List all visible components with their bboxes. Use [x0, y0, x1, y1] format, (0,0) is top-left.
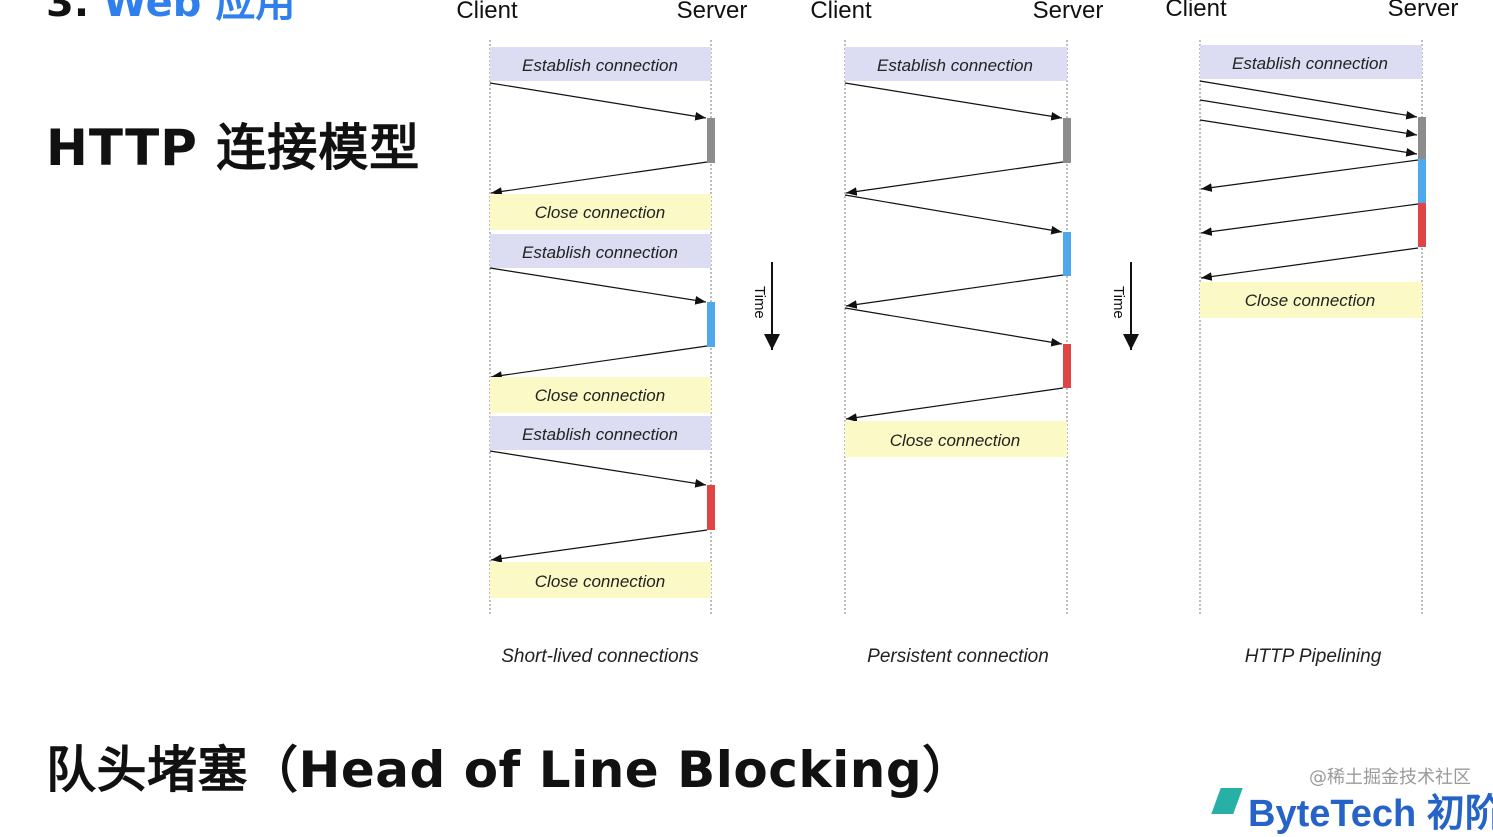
server-label: Server	[677, 0, 748, 24]
close-box-label: Close connection	[1245, 291, 1375, 310]
response-arrow	[1200, 203, 1419, 236]
client-label: Client	[1165, 0, 1227, 22]
time-label: Time	[1110, 286, 1127, 319]
request-arrow	[1199, 80, 1418, 120]
processing-block-blue	[1418, 159, 1426, 203]
diagram-pipelining: Client Server Establish connection Close…	[1165, 0, 1458, 667]
section-number: 3.	[46, 0, 103, 26]
close-box	[490, 377, 711, 413]
client-label: Client	[810, 0, 872, 24]
processing-block-gray	[1063, 118, 1071, 163]
brand-mark-icon	[1211, 788, 1243, 814]
http-connection-diagrams: Client Server Establish connection Close…	[456, 0, 1458, 667]
server-label: Server	[1388, 0, 1459, 22]
response-arrow	[490, 161, 708, 196]
processing-block-red	[1063, 344, 1071, 388]
time-arrow: Time	[751, 262, 780, 350]
request-arrow	[489, 267, 707, 305]
establish-box-label: Establish connection	[877, 56, 1033, 75]
establish-box	[1200, 45, 1422, 79]
processing-block-red	[707, 485, 715, 530]
client-label: Client	[456, 0, 518, 24]
response-arrow	[1200, 247, 1419, 281]
response-arrow	[845, 274, 1064, 309]
diagram-short-lived: Client Server Establish connection Close…	[456, 0, 747, 667]
close-box-label: Close connection	[890, 431, 1020, 450]
response-arrow	[1200, 159, 1419, 192]
establish-box	[490, 234, 711, 268]
request-arrow	[489, 82, 707, 121]
watermark: @稀土掘金技术社区	[1309, 767, 1471, 788]
establish-box-label: Establish connection	[1232, 54, 1388, 73]
diagram-caption: Short-lived connections	[501, 646, 699, 667]
close-box-label: Close connection	[535, 203, 665, 222]
response-arrow	[845, 387, 1064, 422]
establish-box	[490, 47, 711, 81]
establish-box-label: Establish connection	[522, 425, 678, 444]
section-number-clipped: 3. Web 应用	[46, 0, 295, 28]
request-arrow	[1199, 99, 1418, 138]
processing-block-blue	[1063, 232, 1071, 276]
establish-box-label: Establish connection	[522, 56, 678, 75]
brand-text: ByteTech 初阶	[1248, 793, 1493, 835]
diagram-persistent: Client Server Establish connection Close…	[810, 0, 1103, 667]
response-arrow	[490, 529, 708, 563]
response-arrow	[845, 161, 1064, 196]
processing-block-blue	[707, 302, 715, 347]
request-arrow	[844, 82, 1063, 121]
diagram-caption: HTTP Pipelining	[1245, 646, 1382, 667]
request-arrow	[844, 194, 1063, 235]
request-arrow	[844, 307, 1063, 347]
server-label: Server	[1033, 0, 1104, 24]
processing-block-gray	[1418, 117, 1426, 159]
time-arrow: Time	[1110, 262, 1139, 350]
brand-logo: ByteTech 初阶	[1211, 782, 1493, 837]
hol-blocking-heading: 队头堵塞（Head of Line Blocking）	[46, 741, 973, 799]
request-arrow	[1199, 119, 1418, 157]
establish-box	[845, 47, 1067, 81]
establish-box	[490, 416, 711, 450]
close-box	[1200, 282, 1422, 318]
establish-box-label: Establish connection	[522, 243, 678, 262]
close-box	[845, 421, 1067, 457]
time-label: Time	[751, 286, 768, 319]
close-box	[490, 562, 711, 598]
close-box	[490, 194, 711, 230]
slide-title: HTTP 连接模型	[46, 119, 421, 177]
response-arrow	[490, 345, 708, 380]
close-box-label: Close connection	[535, 386, 665, 405]
close-box-label: Close connection	[535, 572, 665, 591]
processing-block-red	[1418, 203, 1426, 247]
processing-block-gray	[707, 118, 715, 163]
section-name: Web 应用	[102, 0, 296, 26]
request-arrow	[489, 450, 707, 488]
diagram-caption: Persistent connection	[867, 646, 1049, 667]
